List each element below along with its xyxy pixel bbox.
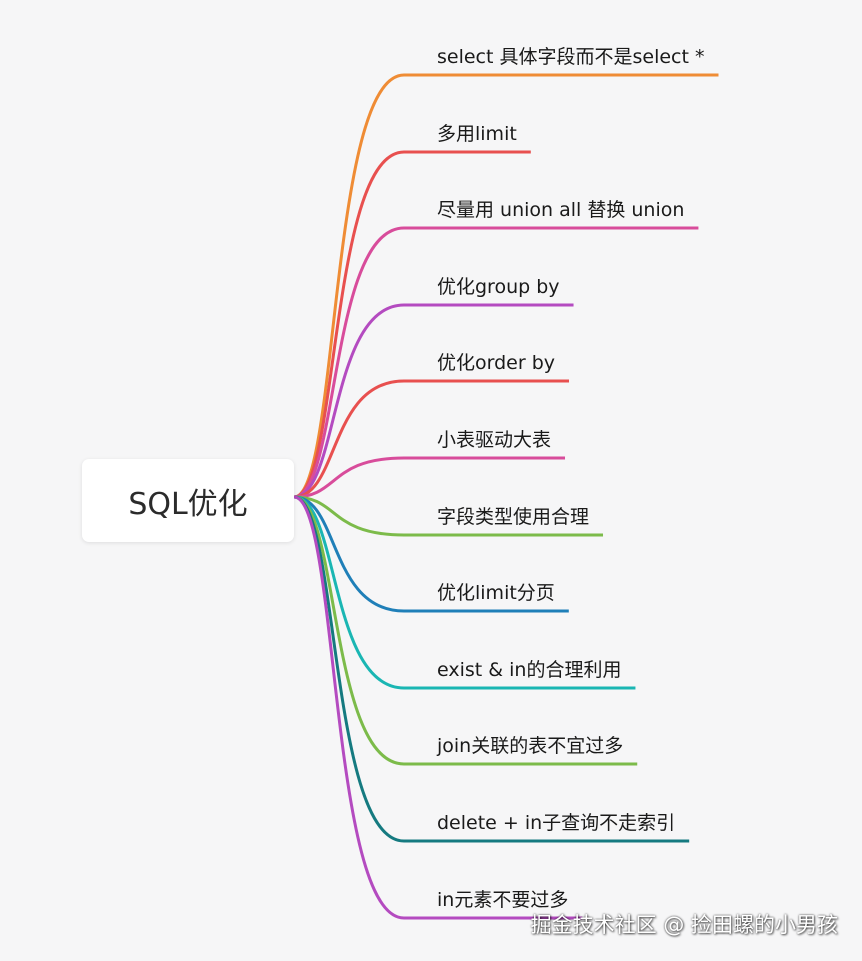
branch-connector-7 xyxy=(292,495,406,537)
branch-label-8[interactable]: 优化limit分页 xyxy=(437,582,555,604)
branch-connector-3 xyxy=(292,226,406,499)
watermark: 掘金技术社区 @ 捡田螺的小男孩 xyxy=(530,913,838,937)
branch-label-6[interactable]: 小表驱动大表 xyxy=(437,429,552,451)
branch-connector-12 xyxy=(292,495,406,920)
root-label: SQL优化 xyxy=(128,486,248,522)
branch-label-2[interactable]: 多用limit xyxy=(437,123,517,145)
branch-label-11[interactable]: delete + in子查询不走索引 xyxy=(437,812,676,834)
branch-label-1[interactable]: select 具体字段而不是select * xyxy=(437,46,705,68)
branch-label-12[interactable]: in元素不要过多 xyxy=(437,889,569,911)
branch-connector-9 xyxy=(292,495,406,690)
branch-connector-6 xyxy=(292,456,406,499)
branch-connector-5 xyxy=(292,379,406,499)
branch-connector-2 xyxy=(292,150,406,499)
branch-connector-1 xyxy=(292,73,406,499)
branch-connector-4 xyxy=(292,303,406,499)
branch-label-5[interactable]: 优化order by xyxy=(437,352,556,374)
branch-label-3[interactable]: 尽量用 union all 替换 union xyxy=(437,199,685,221)
branch-label-9[interactable]: exist & in的合理利用 xyxy=(437,659,622,681)
branch-label-10[interactable]: join关联的表不宜过多 xyxy=(437,735,624,757)
branch-label-7[interactable]: 字段类型使用合理 xyxy=(437,506,590,528)
root-node[interactable]: SQL优化 xyxy=(82,459,294,542)
branch-label-4[interactable]: 优化group by xyxy=(437,276,560,298)
branch-connector-8 xyxy=(292,495,406,613)
